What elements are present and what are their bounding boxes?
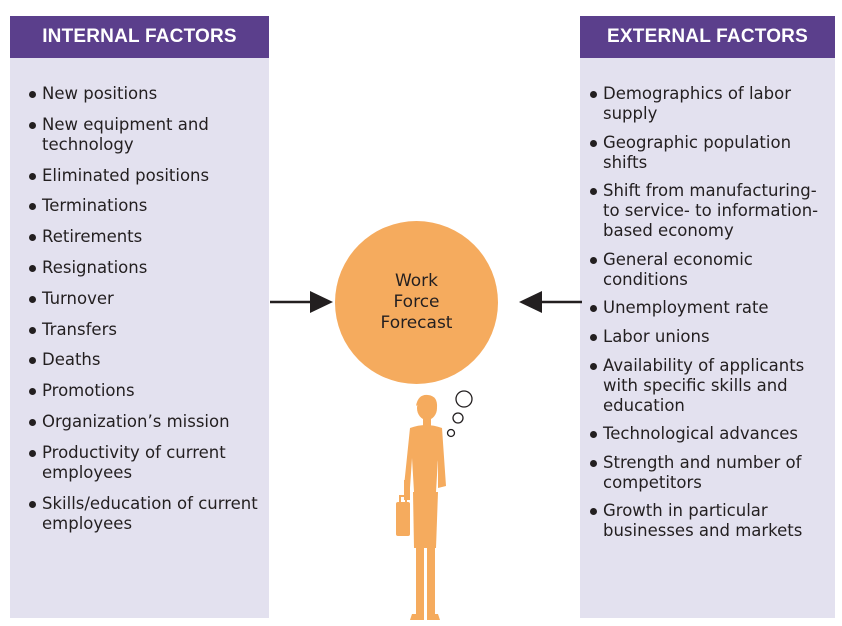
external-factor-item: Shift from manufacturing-to service- to … — [587, 181, 827, 241]
internal-factor-item: Organization’s mission — [26, 412, 262, 432]
internal-factor-item: Retirements — [26, 227, 262, 247]
external-factor-item: Strength and number of competitors — [587, 453, 827, 493]
thought-bubble-icon — [446, 390, 473, 438]
internal-factor-item: Deaths — [26, 350, 262, 370]
internal-factors-list: New positions New equipment and technolo… — [26, 84, 262, 544]
external-factors-list: Demographics of labor supply Geographic … — [587, 84, 827, 550]
external-factor-item: Demographics of labor supply — [587, 84, 827, 124]
external-factors-header: EXTERNAL FACTORS — [580, 16, 835, 58]
internal-factor-item: Terminations — [26, 196, 262, 216]
internal-factor-item: New positions — [26, 84, 262, 104]
external-factor-item: Unemployment rate — [587, 298, 827, 318]
internal-factor-item: Promotions — [26, 381, 262, 401]
external-factor-item: Growth in particular businesses and mark… — [587, 501, 827, 541]
person-silhouette-icon — [396, 394, 446, 620]
external-factor-item: Geographic population shifts — [587, 133, 827, 173]
work-force-forecast-circle: Work Force Forecast — [335, 221, 498, 384]
internal-factor-item: Skills/education of current employees — [26, 494, 262, 534]
external-factor-item: General economic conditions — [587, 250, 827, 290]
external-factors-panel — [580, 36, 835, 618]
work-force-forecast-label: Work Force Forecast — [380, 271, 453, 333]
left-arrow — [270, 291, 333, 313]
internal-factor-item: Productivity of current employees — [26, 443, 262, 483]
right-arrow — [519, 291, 582, 313]
internal-factors-panel — [10, 36, 269, 618]
external-factor-item: Availability of applicants with specific… — [587, 356, 827, 416]
internal-factor-item: Transfers — [26, 320, 262, 340]
external-factor-item: Labor unions — [587, 327, 827, 347]
internal-factor-item: New equipment and technology — [26, 115, 262, 155]
internal-factors-header: INTERNAL FACTORS — [10, 16, 269, 58]
external-factor-item: Technological advances — [587, 424, 827, 444]
internal-factor-item: Resignations — [26, 258, 262, 278]
internal-factor-item: Eliminated positions — [26, 166, 262, 186]
internal-factor-item: Turnover — [26, 289, 262, 309]
